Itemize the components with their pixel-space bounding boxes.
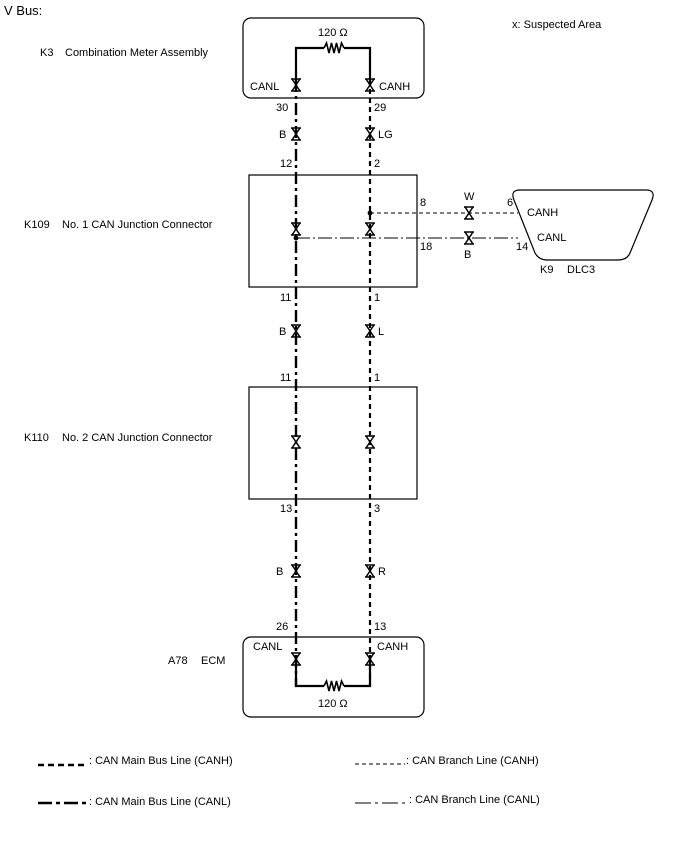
- dlc3-canh-label: CANH: [527, 207, 558, 219]
- diagram-title: V Bus:: [4, 3, 42, 18]
- k3-resistor-wire: [294, 46, 372, 80]
- k110-code: K110: [24, 432, 49, 444]
- k3-resistor-icon: [323, 40, 345, 54]
- wire-color-k110-a78-l: B: [276, 566, 283, 578]
- suspect-x-icon: [291, 652, 301, 666]
- suspect-x-icon: [365, 435, 375, 449]
- a78-code: A78: [168, 655, 188, 667]
- suspect-x-icon: [464, 231, 474, 245]
- suspected-area-markers: [291, 78, 474, 666]
- suspect-x-icon: [291, 324, 301, 338]
- k110-pin-bot-l: 13: [280, 503, 292, 515]
- dlc3-pin-h: 6: [507, 197, 513, 209]
- a78-box: [242, 636, 425, 718]
- k109-name: No. 1 CAN Junction Connector: [62, 219, 213, 231]
- k3-pin-h: 29: [374, 102, 386, 114]
- dlc3-connector-shape: [512, 189, 654, 261]
- k110-pin-top-l: 11: [280, 372, 291, 384]
- k109-pin-bot-h: 1: [374, 292, 380, 304]
- wire-color-dlc-h: W: [464, 191, 475, 203]
- k109-pin-branch-l: 18: [420, 241, 432, 253]
- a78-resistor-wire: [294, 655, 372, 688]
- legend-main-canh-label: : CAN Main Bus Line (CANH): [89, 755, 233, 767]
- k3-resistor-label: 120 Ω: [318, 27, 348, 39]
- k109-pin-top-l: 12: [280, 158, 292, 170]
- k3-canh-label: CANH: [379, 81, 410, 93]
- a78-resistor-label: 120 Ω: [318, 698, 348, 710]
- k109-box: [248, 174, 418, 288]
- k3-canl-label: CANL: [250, 81, 279, 93]
- suspect-x-icon: [365, 222, 375, 236]
- a78-name: ECM: [201, 655, 225, 667]
- k110-box: [248, 386, 418, 500]
- suspected-area-note: x: Suspected Area: [512, 19, 602, 31]
- k110-name: No. 2 CAN Junction Connector: [62, 432, 213, 444]
- suspect-x-icon: [291, 564, 301, 578]
- k3-box: [242, 17, 425, 99]
- k9-code: K9: [540, 264, 553, 276]
- branch-canl-junction-dot: [293, 235, 299, 241]
- suspect-x-icon: [365, 127, 375, 141]
- k109-pin-branch-h: 8: [420, 197, 426, 209]
- suspect-x-icon: [365, 564, 375, 578]
- suspect-x-icon: [291, 127, 301, 141]
- legend-branch-canh-label: : CAN Branch Line (CANH): [406, 755, 539, 767]
- branch-canh-junction-dot: [367, 210, 373, 216]
- k3-combination-meter: K3 Combination Meter Assembly 120 Ω CANL…: [40, 17, 425, 114]
- legend-main-canl-label: : CAN Main Bus Line (CANL): [89, 796, 231, 808]
- k3-pin-l: 30: [276, 102, 288, 114]
- wire-color-k3-h: LG: [378, 129, 393, 141]
- suspect-x-icon: [365, 78, 375, 92]
- a78-resistor-icon: [323, 678, 345, 692]
- k110-pin-bot-h: 3: [374, 503, 380, 515]
- suspect-x-icon: [291, 435, 301, 449]
- suspect-x-icon: [365, 652, 375, 666]
- legend-branch-canl-label: : CAN Branch Line (CANL): [409, 794, 540, 806]
- suspect-x-icon: [464, 206, 474, 220]
- k3-name: Combination Meter Assembly: [65, 47, 209, 59]
- a78-pin-h: 13: [374, 621, 386, 633]
- k3-code: K3: [40, 47, 53, 59]
- k109-pin-bot-l: 11: [280, 292, 291, 304]
- wire-color-k109-k110-l: B: [279, 326, 286, 338]
- k109-code: K109: [24, 219, 50, 231]
- k9-name: DLC3: [567, 264, 595, 276]
- wire-color-k3-l: B: [279, 129, 286, 141]
- suspect-x-icon: [365, 324, 375, 338]
- wire-color-k109-k110-h: L: [378, 326, 384, 338]
- k109-pin-top-h: 2: [374, 158, 380, 170]
- dlc3-pin-l: 14: [516, 241, 528, 253]
- k110-pin-top-h: 1: [374, 372, 380, 384]
- k110-junction-connector: K110 No. 2 CAN Junction Connector 11 1 1…: [24, 372, 418, 515]
- wire-color-dlc-l: B: [464, 249, 471, 261]
- suspect-x-icon: [291, 78, 301, 92]
- a78-ecm: A78 ECM 26 13 CANL CANH 120 Ω: [168, 621, 425, 718]
- dlc3-canl-label: CANL: [537, 232, 566, 244]
- wire-color-k110-a78-h: R: [378, 566, 386, 578]
- k9-dlc3: CANH CANL 6 14 K9 DLC3: [507, 189, 654, 276]
- a78-canh-label: CANH: [377, 641, 408, 653]
- suspect-x-icon: [291, 222, 301, 236]
- k109-junction-connector: K109 No. 1 CAN Junction Connector 12 2 1…: [24, 158, 432, 304]
- a78-canl-label: CANL: [253, 641, 282, 653]
- legend: : CAN Main Bus Line (CANH) : CAN Main Bu…: [38, 755, 540, 808]
- a78-pin-l: 26: [276, 621, 288, 633]
